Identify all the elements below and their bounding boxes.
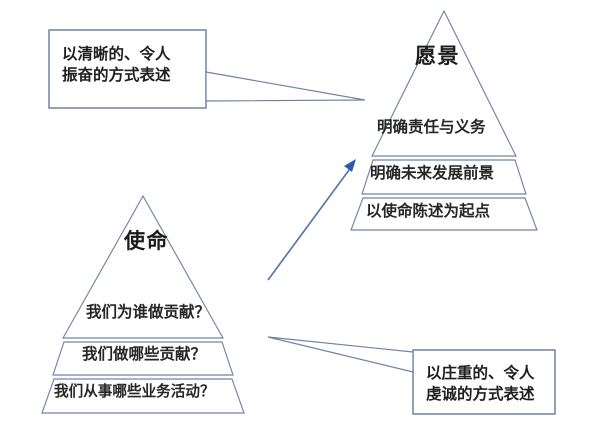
mission-pyramid-band-2-shape[interactable] — [52, 341, 234, 376]
mission-pyramid-band-1-label: 我们为谁做贡献？ — [86, 303, 211, 321]
mission-pyramid-band-1-shape[interactable] — [62, 194, 224, 339]
mission-pyramid-title: 使命 — [124, 229, 169, 253]
vision-pyramid-band-1-shape[interactable] — [371, 9, 517, 157]
vision-pyramid-band-3-label: 以使命陈述为起点 — [366, 202, 491, 220]
vision-callout-text: 以清晰的、令人 振奋的方式表述 — [62, 45, 171, 84]
mission-callout-tail-shape — [267, 336, 414, 373]
vision-pyramid-title: 愿景 — [415, 44, 460, 68]
mission-callout-text: 以庄重的、令人 虔诚的方式表述 — [426, 364, 535, 403]
vision-pyramid-band-2-shape[interactable] — [361, 159, 527, 195]
mission-pyramid-band-2-label: 我们做哪些贡献？ — [82, 345, 207, 363]
vision-callout-tail-shape — [205, 71, 366, 102]
vision-pyramid-band-3-shape[interactable] — [350, 197, 538, 231]
mission-to-vision-arrow-line — [267, 165, 353, 281]
vision-pyramid-band-1-label: 明确责任与义务 — [377, 118, 486, 136]
mission-pyramid-band-3-shape[interactable] — [41, 378, 245, 414]
mission-pyramid-band-3-label: 我们从事哪些业务活动？ — [54, 383, 215, 400]
vision-pyramid-band-2-label: 明确未来发展前景 — [370, 164, 495, 182]
mission-to-vision-arrow-head — [344, 159, 356, 172]
